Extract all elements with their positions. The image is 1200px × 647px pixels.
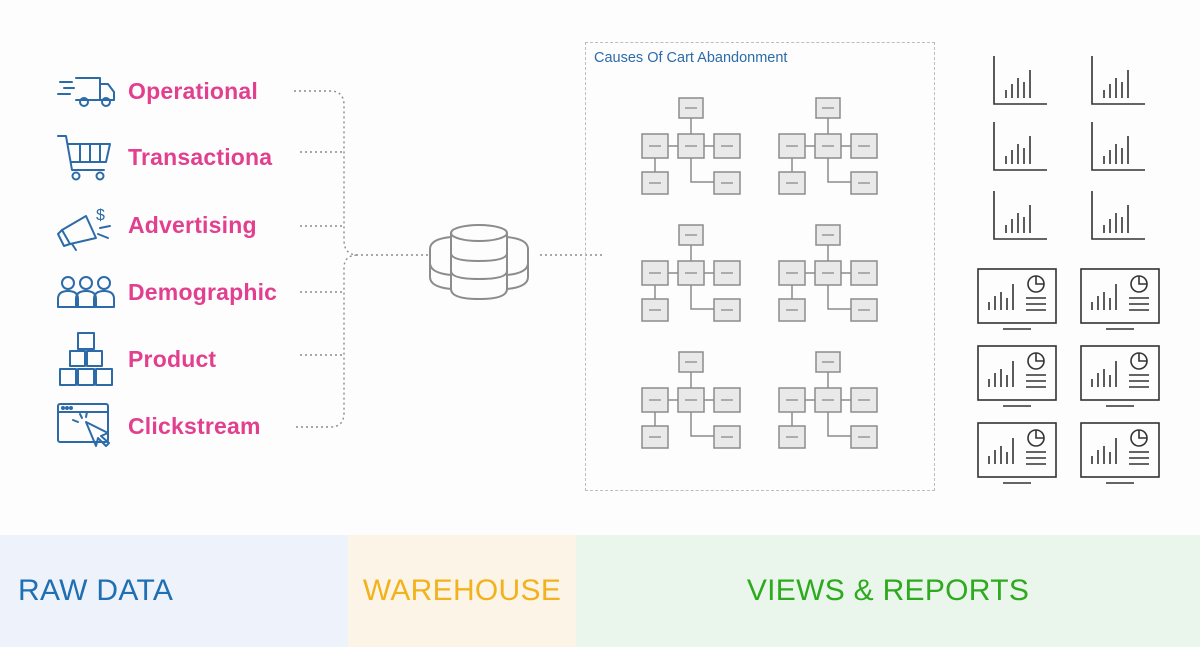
dashboard-monitor-icon — [977, 268, 1057, 334]
raw-data-label: RAW DATA — [18, 574, 174, 607]
bar-chart-icon — [1090, 56, 1146, 106]
source-label-advertising: Advertising — [128, 212, 257, 238]
data-model-diagram — [778, 351, 878, 449]
warehouse-label: WAREHOUSE — [362, 574, 562, 607]
stacked-boxes-icon — [56, 332, 116, 386]
data-model-diagram — [641, 351, 741, 449]
dashboard-monitor-icon — [977, 345, 1057, 411]
bar-chart-icon — [1090, 122, 1146, 172]
panel-title: Causes Of Cart Abandonment — [594, 50, 788, 66]
bar-chart-icon — [992, 191, 1048, 241]
browser-cursor-icon — [56, 400, 116, 452]
model-panel — [585, 42, 935, 491]
dashboard-monitor-icon — [1080, 345, 1160, 411]
data-model-diagram — [641, 224, 741, 322]
views-reports-band: VIEWS & REPORTS — [576, 535, 1200, 647]
data-model-diagram — [778, 224, 878, 322]
dashboard-monitor-icon — [977, 422, 1057, 488]
warehouse-band: WAREHOUSE — [348, 535, 576, 647]
megaphone-dollar-icon: $ — [56, 200, 116, 252]
dashboard-monitor-icon — [1080, 422, 1160, 488]
bar-chart-icon — [992, 56, 1048, 106]
people-group-icon — [56, 267, 116, 319]
raw-data-band: RAW DATA — [0, 535, 348, 647]
shopping-cart-icon — [56, 132, 116, 184]
bar-chart-icon — [992, 122, 1048, 172]
data-model-diagram — [778, 97, 878, 195]
data-model-diagram — [641, 97, 741, 195]
delivery-truck-icon — [56, 66, 116, 118]
source-label-clickstream: Clickstream — [128, 413, 261, 439]
source-label-transactional: Transactiona — [128, 144, 273, 170]
source-label-operational: Operational — [128, 78, 259, 104]
database-icon — [426, 223, 532, 301]
bar-chart-icon — [1090, 191, 1146, 241]
views-reports-label: VIEWS & REPORTS — [746, 574, 1030, 607]
dashboard-monitor-icon — [1080, 268, 1160, 334]
svg-text:$: $ — [96, 207, 105, 224]
source-label-demographic: Demographic — [128, 279, 278, 305]
source-label-product: Product — [128, 346, 217, 372]
